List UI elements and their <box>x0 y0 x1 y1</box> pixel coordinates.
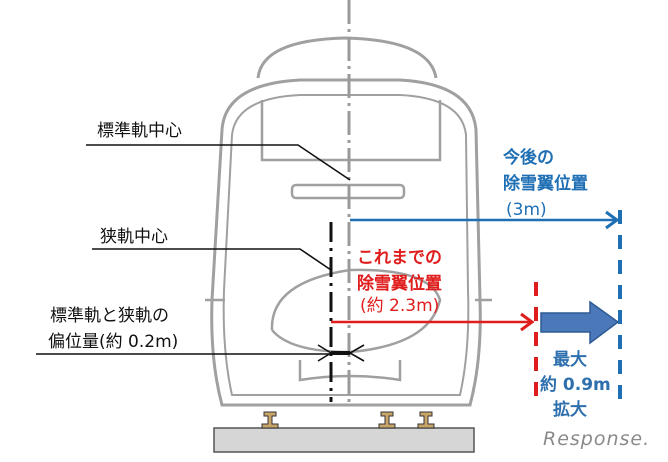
previous-label-line3: (約 2.3m) <box>360 296 440 316</box>
offset-label-line2: 偏位量(約 0.2m) <box>48 332 179 352</box>
expansion-label-line1: 最大 <box>553 350 587 370</box>
standard-gauge-center-label: 標準軌中心 <box>97 121 182 141</box>
standard-center-leader <box>86 144 351 181</box>
expansion-label-line2: 約 0.9m <box>540 375 611 395</box>
narrow-gauge-center-label: 狭軌中心 <box>100 227 168 247</box>
offset-arrowhead-left <box>317 344 333 362</box>
offset-label-line1: 標準軌と狭軌の <box>50 306 169 326</box>
previous-label-line1: これまでの <box>357 248 442 268</box>
future-label-line1: 今後の <box>503 148 554 168</box>
expansion-arrow <box>540 300 620 345</box>
narrow-center-leader <box>92 248 332 271</box>
response-watermark: Response. <box>543 428 651 450</box>
ground-slab <box>213 427 475 453</box>
previous-label-line2: 除雪翼位置 <box>357 274 442 294</box>
future-label-line2: 除雪翼位置 <box>503 174 588 194</box>
future-label-line3: (3m) <box>506 200 547 220</box>
offset-arrowhead-right <box>348 344 365 362</box>
rails <box>261 411 435 429</box>
expansion-label-line3: 拡大 <box>553 400 587 420</box>
